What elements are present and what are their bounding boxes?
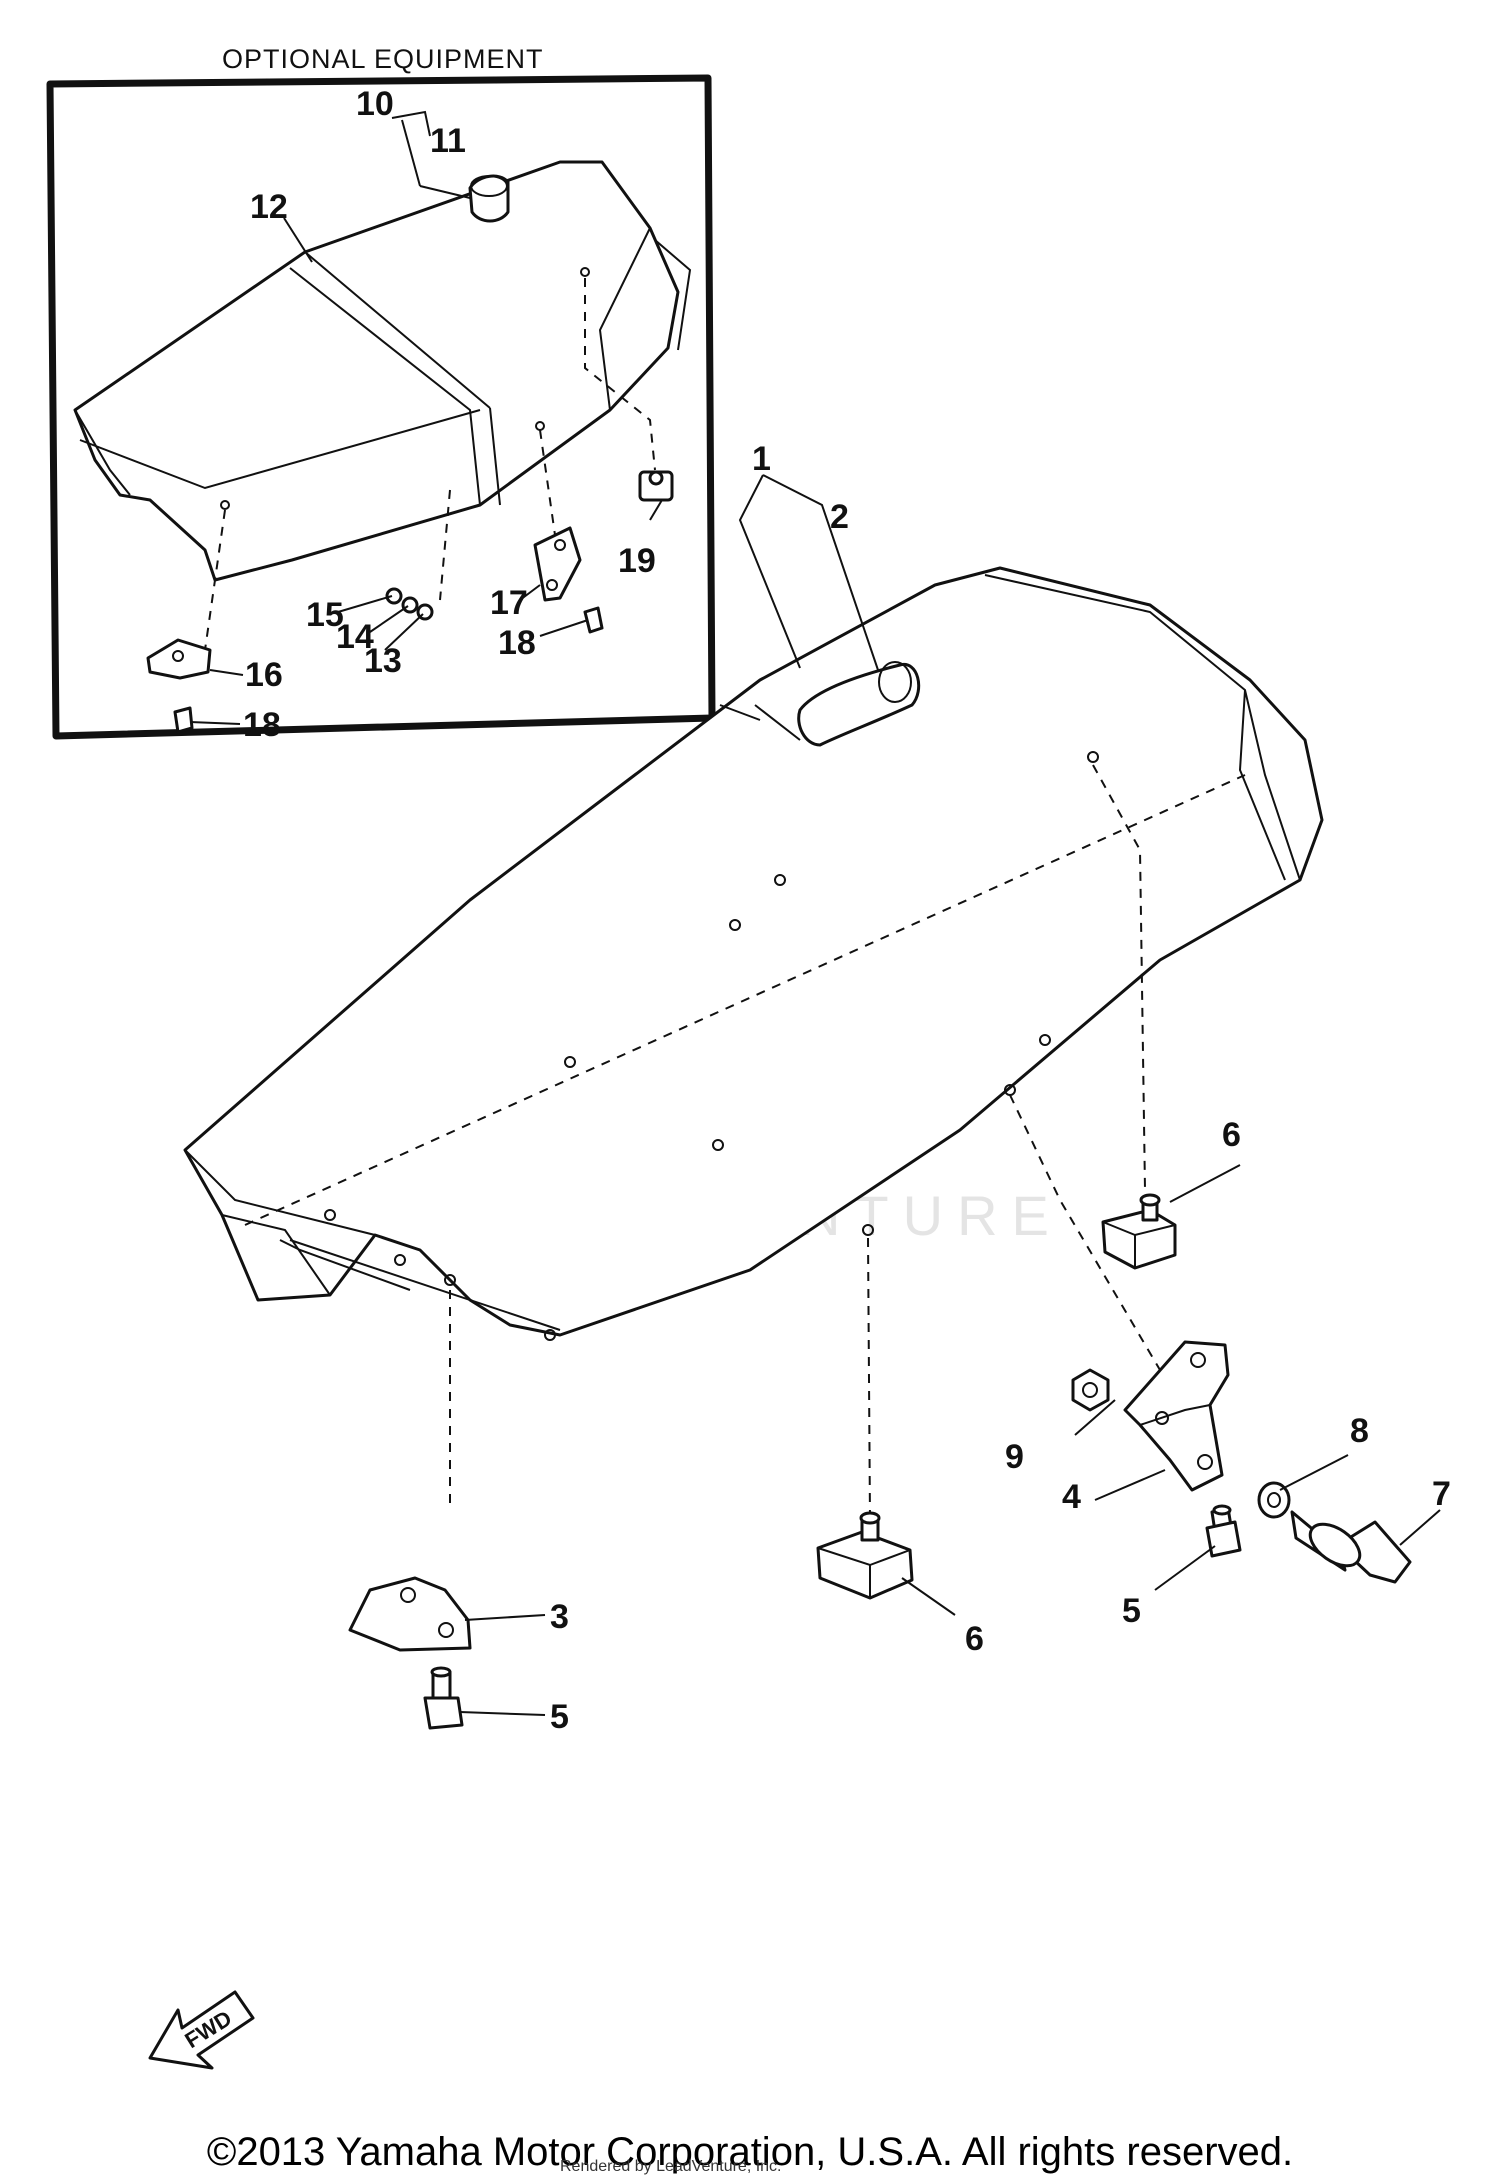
callout-4: 4 [1062,1478,1081,1516]
callout-5-left: 5 [550,1698,569,1736]
plate-3 [348,1576,472,1652]
callout-18-inset-upper: 18 [498,624,536,662]
inset-washer-14 [401,596,419,614]
callout-16: 16 [245,656,283,694]
inset-washer-15 [385,587,403,605]
nut-9 [1071,1368,1110,1412]
damper-6-lower [816,1511,914,1600]
callout-15: 15 [306,596,344,634]
inset-bolt-18-lower [173,706,194,734]
damper-6-upper [1101,1208,1177,1270]
main-parts [348,1193,1412,1730]
callout-5-right: 5 [1122,1592,1141,1630]
callout-14: 14 [336,618,374,656]
callout-17: 17 [490,584,528,622]
optional-equipment-inset: OPTIONAL EQUIPMENT [46,44,716,744]
inset-bolt-18-upper [583,606,604,634]
bolt-5-left [423,1666,464,1730]
callout-11: 11 [430,122,466,160]
main-seat [183,566,1324,1521]
fwd-arrow-icon: FWD [148,1990,255,2070]
main-leaders [459,474,1441,1716]
bolt-7 [1290,1510,1412,1584]
callout-19: 19 [618,542,656,580]
callout-3: 3 [550,1598,569,1636]
inset-bracket-17 [533,526,582,602]
callout-13: 13 [364,642,402,680]
inset-plate-16 [146,638,212,680]
rendered-by-credit: Rendered by LeadVenture, Inc. [560,2158,782,2175]
washer-8 [1257,1481,1291,1519]
callout-2: 2 [830,498,849,536]
inset-title: OPTIONAL EQUIPMENT [222,44,544,74]
callout-6-lower: 6 [965,1620,984,1658]
callout-7: 7 [1432,1475,1451,1513]
callout-10: 10 [356,85,394,123]
callout-18-inset-lower: 18 [243,706,281,744]
main-seat-strap [797,663,921,747]
callout-8: 8 [1350,1412,1369,1450]
main-callouts: 1 2 6 9 4 8 7 5 3 6 5 [550,440,1451,1736]
bracket-4 [1123,1340,1230,1492]
inset-seat [73,160,692,651]
callout-6-upper: 6 [1222,1116,1241,1154]
callout-9: 9 [1005,1438,1024,1476]
copyright-footer: ©2013 Yamaha Motor Corporation, U.S.A. A… [206,2130,1294,2174]
callout-12: 12 [250,188,288,226]
callout-1: 1 [752,440,771,478]
bolt-5-right [1205,1504,1242,1558]
